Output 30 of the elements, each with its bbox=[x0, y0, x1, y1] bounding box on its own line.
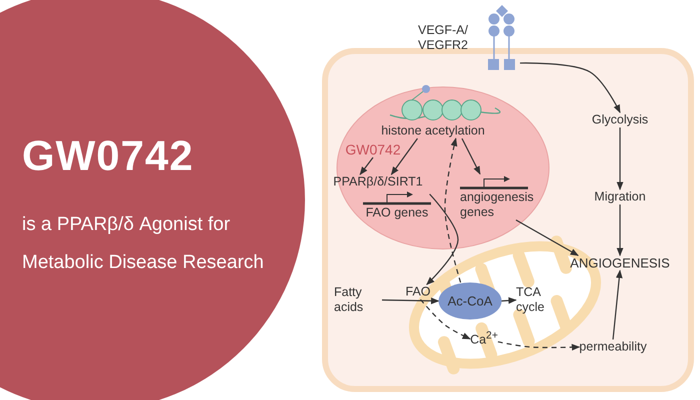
process-label: Fatty acids bbox=[334, 285, 382, 315]
arrow bbox=[616, 204, 624, 256]
subtitle: is a PPARβ/δ Agonist for Metabolic Disease Research bbox=[22, 213, 265, 275]
arrow bbox=[382, 298, 440, 304]
compound-label: GW0742 bbox=[345, 142, 401, 158]
process-label: FAO bbox=[406, 284, 430, 300]
arrow bbox=[498, 341, 580, 351]
arrow bbox=[444, 138, 462, 283]
process-label: Glycolysis bbox=[592, 112, 648, 128]
arrow bbox=[612, 270, 623, 340]
arrow bbox=[520, 62, 621, 114]
arrow bbox=[501, 297, 517, 304]
arrow bbox=[616, 128, 624, 190]
arrow bbox=[426, 194, 459, 286]
process-label: Migration bbox=[594, 190, 646, 204]
gene-label: angiogenesis genes bbox=[460, 190, 535, 220]
arrow bbox=[420, 299, 471, 340]
process-label: Ca$^{2+}$ bbox=[470, 328, 498, 348]
process-label: permeability bbox=[579, 340, 647, 354]
process-label: TCA cycle bbox=[516, 285, 564, 315]
process-label: PPARβ/δ/SIRT1 bbox=[333, 174, 423, 190]
arrow bbox=[461, 138, 481, 175]
arrow bbox=[360, 157, 374, 176]
arrow bbox=[516, 219, 579, 256]
process-label: histone acetylation bbox=[381, 124, 485, 138]
title: GW0742 bbox=[22, 132, 194, 180]
arrow bbox=[390, 138, 418, 176]
receptor-label: VEGF-A/ VEGFR2 bbox=[416, 23, 468, 53]
outcome-label: ANGIOGENESIS bbox=[570, 256, 670, 270]
gene-label: FAO genes bbox=[366, 206, 428, 220]
